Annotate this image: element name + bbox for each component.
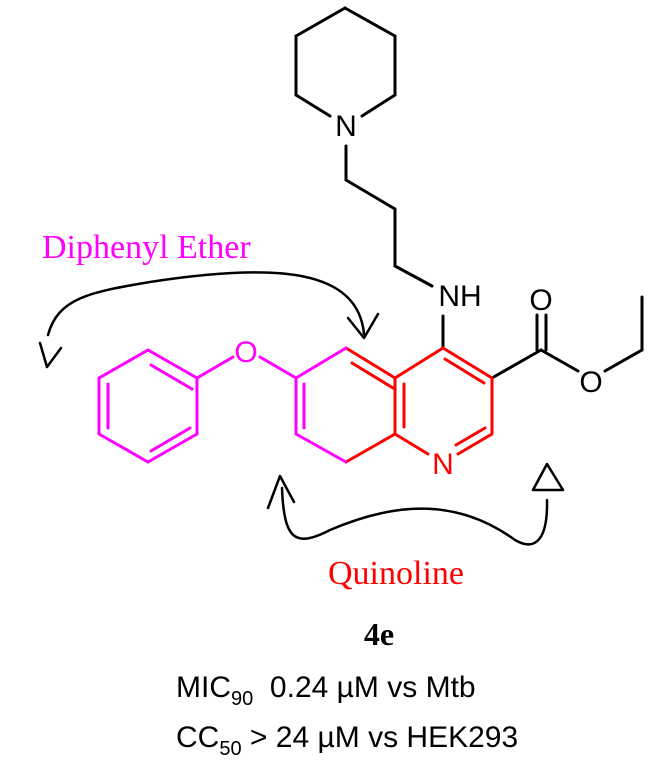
compound-id: 4e xyxy=(364,616,394,652)
phenyl-bond xyxy=(97,432,150,464)
diphenyl-ether-label: Diphenyl Ether xyxy=(42,229,251,266)
c3-to-carbonyl-bond xyxy=(490,348,543,380)
quinoline-bond xyxy=(456,432,494,456)
quinoline-label: Quinoline xyxy=(328,555,464,592)
arrow-head-left xyxy=(266,474,296,510)
piperidine-bond xyxy=(294,93,332,118)
ether-o-atom: O xyxy=(234,336,257,369)
arrow-head-left xyxy=(38,341,63,369)
phenyl-bond xyxy=(146,432,199,464)
diphenyl-ether-core xyxy=(97,346,348,464)
benzo-bond xyxy=(294,432,348,464)
diphenyl-ether-arrow xyxy=(38,271,380,369)
quinoline-bond xyxy=(393,346,445,380)
mic-value: 0.24 µM vs Mtb xyxy=(253,671,475,704)
quinoline-arrow xyxy=(266,462,565,546)
ether-bond xyxy=(258,355,298,380)
quinoline-bond xyxy=(454,426,487,447)
piperidine-ring xyxy=(294,6,397,118)
phenyl-bond xyxy=(149,426,192,453)
cc-line: CC50 > 24 µM vs HEK293 xyxy=(176,721,518,760)
cc-value: > 24 µM vs HEK293 xyxy=(242,721,519,754)
piperidine-bond xyxy=(294,6,347,38)
linker-bond xyxy=(393,264,434,288)
arrow-curve xyxy=(280,486,549,546)
piperidine-bond xyxy=(343,6,397,38)
phenyl-bond xyxy=(149,363,194,391)
phenyl-bond xyxy=(97,348,150,380)
ester-o-to-ch2-bond xyxy=(603,348,644,373)
arrow-head-right xyxy=(531,462,565,492)
ring-n-atom: N xyxy=(432,448,454,481)
cc-subscript: 50 xyxy=(219,738,241,760)
ester-o-atom: O xyxy=(579,366,602,399)
arrow-head-right xyxy=(346,312,380,340)
quinoline-bond xyxy=(393,432,430,456)
arrow-curve xyxy=(46,271,366,337)
linker-bond xyxy=(344,178,397,211)
quinoline-bond xyxy=(344,346,397,380)
cc-prefix: CC xyxy=(176,721,219,754)
benzo-bond xyxy=(294,346,348,380)
mic-subscript: 90 xyxy=(231,688,253,710)
piperidine-bond xyxy=(360,93,397,118)
quinoline-bond xyxy=(441,346,494,380)
ether-bond xyxy=(195,355,235,380)
phenyl-bond xyxy=(146,348,199,380)
mic-prefix: MIC xyxy=(176,671,231,704)
quinoline-bond xyxy=(350,361,395,390)
nh-atom: NH xyxy=(438,280,481,313)
propyl-linker xyxy=(344,144,434,288)
quinoline-core xyxy=(344,346,494,464)
ester-group xyxy=(490,295,644,380)
quinoline-bond xyxy=(344,432,397,464)
carbonyl-o-atom: O xyxy=(529,284,552,317)
mic-line: MIC90 0.24 µM vs Mtb xyxy=(176,671,476,710)
carbonyl-to-ester-o-bond xyxy=(539,348,580,373)
quinoline-bond xyxy=(443,357,486,385)
piperidine-n-atom: N xyxy=(335,110,357,143)
